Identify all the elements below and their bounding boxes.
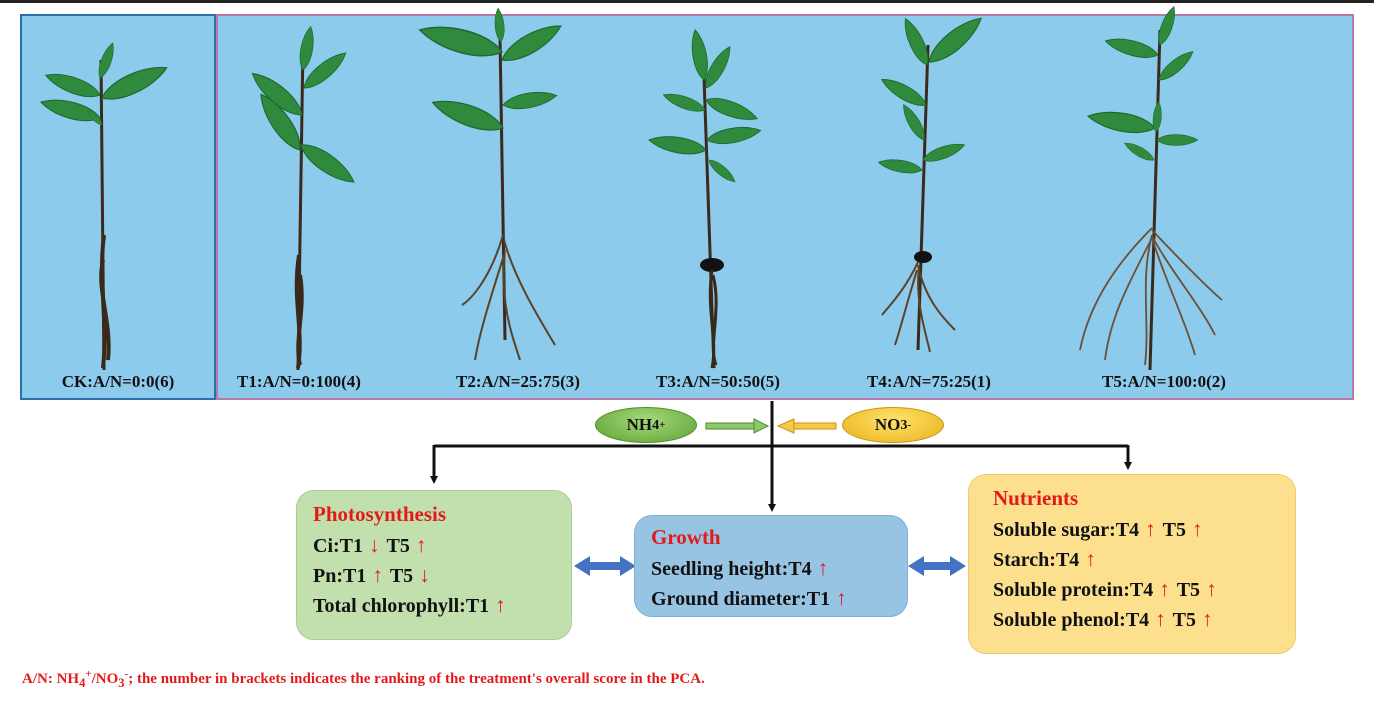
up-arrow-icon: ↑	[1145, 517, 1156, 541]
photosynthesis-row-pn: Pn:T1↑ T5↓	[313, 561, 557, 591]
nh4-subscript: 4	[652, 416, 660, 433]
row-label: Pn:T1	[313, 565, 367, 587]
nutrients-box: Nutrients Soluble sugar:T4↑T5↑ Starch:T4…	[968, 474, 1296, 654]
row-label: T5	[1162, 519, 1186, 541]
row-label: T5	[389, 565, 414, 587]
footnote-sub1: 4	[79, 676, 86, 690]
up-arrow-icon: ↑	[1202, 607, 1213, 631]
row-label: Total chlorophyll:T1	[313, 595, 490, 617]
up-arrow-icon: ↑	[1192, 517, 1203, 541]
no3-subscript: 3	[900, 416, 908, 433]
no3-arrow	[776, 418, 837, 434]
plant-t2	[416, 7, 566, 361]
plant-label-t5: T5:A/N=100:0(2)	[1102, 372, 1226, 391]
nh4-base: NH	[626, 415, 653, 434]
up-arrow-icon: ↑	[1206, 577, 1217, 601]
row-label: Seedling height:T4	[651, 558, 812, 580]
up-arrow-icon: ↑	[817, 556, 829, 580]
flow-connectors	[430, 401, 1132, 512]
row-label: Soluble protein:T4	[993, 579, 1154, 601]
photosynthesis-title: Photosynthesis	[313, 502, 447, 526]
nutrients-row-phenol: Soluble phenol:T4↑T5↑	[993, 605, 1281, 635]
growth-row-diameter: Ground diameter:T1↑	[651, 584, 893, 614]
footnote-sub2: 3	[118, 676, 125, 690]
down-arrow-icon: ↓	[419, 563, 430, 587]
photosynthesis-row-ci: Ci:T1 ↓ T5↑	[313, 531, 557, 561]
up-arrow-icon: ↑	[836, 586, 847, 610]
plant-t1	[246, 25, 360, 371]
row-label: T5	[386, 535, 410, 557]
up-arrow-icon: ↑	[1085, 547, 1096, 571]
footnote-prefix: A/N: NH	[22, 671, 80, 687]
up-arrow-icon: ↑	[495, 593, 506, 617]
row-label: Soluble sugar:T4	[993, 519, 1140, 541]
plant-label-t2: T2:A/N=25:75(3)	[456, 372, 580, 391]
plant-label-ck: CK:A/N=0:0(6)	[61, 372, 175, 391]
double-arrow-left	[574, 556, 636, 576]
photosynthesis-row-chlorophyll: Total chlorophyll:T1↑	[313, 591, 557, 621]
plant-label-t4: T4:A/N=75:25(1)	[867, 372, 991, 391]
up-arrow-icon: ↑	[372, 563, 383, 587]
row-label: Soluble phenol:T4	[993, 609, 1150, 631]
plant-ck	[38, 40, 172, 371]
plant-label-t3: T3:A/N=50:50(5)	[656, 372, 780, 391]
double-arrow-right	[908, 556, 966, 576]
nh4-superscript: +	[659, 419, 666, 431]
up-arrow-icon: ↑	[415, 533, 427, 557]
plant-label-t1: T1:A/N=0:100(4)	[237, 372, 361, 391]
row-label: T5	[1176, 579, 1201, 601]
up-arrow-icon: ↑	[1155, 607, 1166, 631]
top-border-line	[0, 0, 1374, 3]
nutrients-row-protein: Soluble protein:T4↑T5↑	[993, 575, 1281, 605]
nutrients-row-sugar: Soluble sugar:T4↑T5↑	[993, 515, 1281, 545]
growth-box: Growth Seedling height:T4↑ Ground diamet…	[634, 515, 908, 617]
plant-t5	[1079, 4, 1223, 371]
plant-t3	[647, 28, 763, 369]
footnote-sup2: -	[124, 668, 129, 680]
plant-t4	[877, 10, 988, 353]
growth-title: Growth	[651, 525, 721, 549]
nh4-arrow	[705, 418, 770, 434]
no3-superscript: -	[907, 419, 912, 431]
down-arrow-icon: ↓	[369, 533, 380, 557]
row-label: Ci:T1	[313, 535, 363, 557]
up-arrow-icon: ↑	[1159, 577, 1170, 601]
photosynthesis-box: Photosynthesis Ci:T1↓T5↑ Pn:T1↑T5↓ Total…	[296, 490, 572, 640]
row-label: T5	[1172, 609, 1197, 631]
row-label: Ground diameter:T1	[651, 588, 831, 610]
footnote-suffix: ; the number in brackets indicates the r…	[128, 671, 705, 687]
nutrients-row-starch: Starch:T4↑	[993, 545, 1281, 575]
no3-base: NO	[874, 415, 901, 434]
footnote-sup1: +	[85, 668, 92, 680]
nutrients-title: Nutrients	[993, 486, 1079, 510]
growth-row-height: Seedling height:T4↑	[651, 554, 893, 584]
footnote-mid: /NO	[91, 671, 119, 687]
footnote: A/N: NH4+/NO3-; the number in brackets i…	[22, 668, 705, 691]
row-label: Starch:T4	[993, 549, 1080, 571]
